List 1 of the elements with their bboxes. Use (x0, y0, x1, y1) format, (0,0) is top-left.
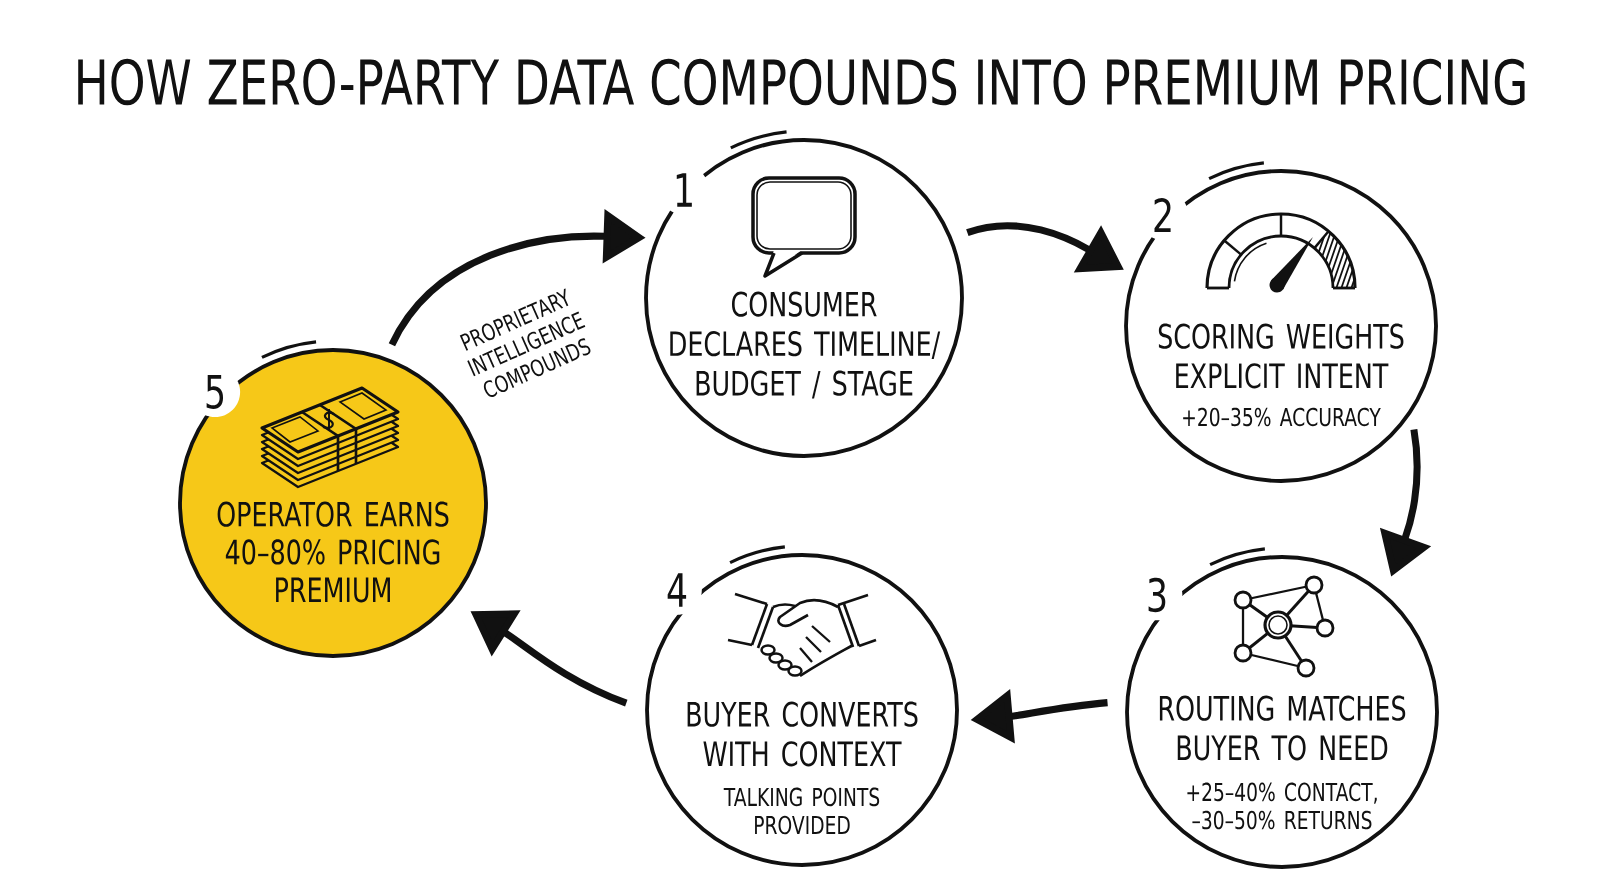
title: HOW ZERO-PARTY DATA COMPOUNDS INTO PREMIUM PRICING (78, 58, 1525, 106)
